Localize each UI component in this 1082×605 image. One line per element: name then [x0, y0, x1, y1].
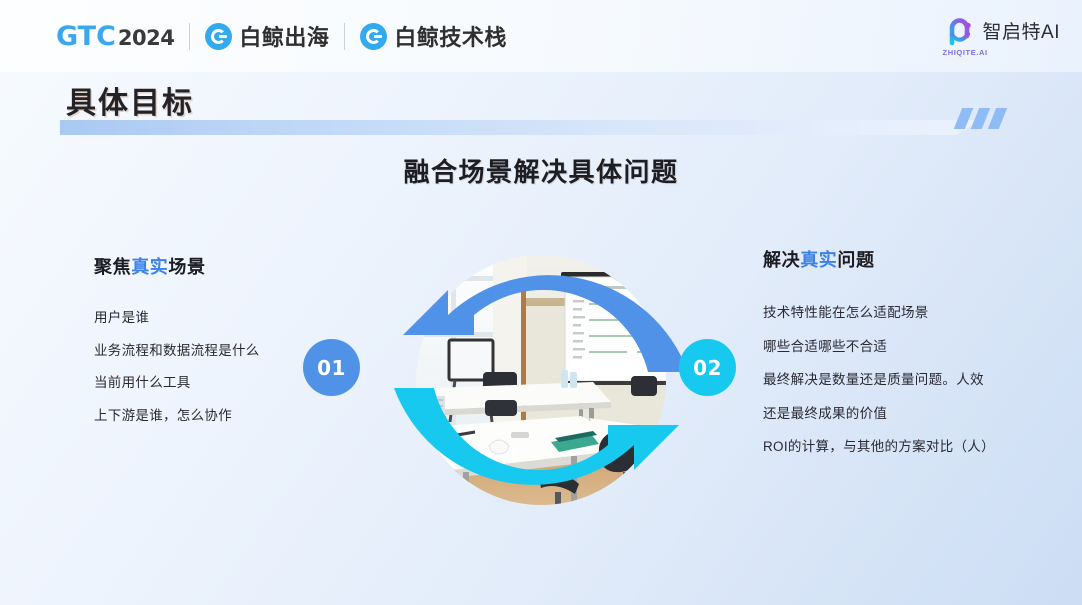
zhiqite-label: 智启特AI [982, 22, 1060, 44]
left-heading-prefix: 聚焦 [94, 257, 132, 277]
list-item: 最终解决是数量还是质量问题。人效 [763, 372, 984, 387]
right-heading-suffix: 问题 [837, 250, 875, 270]
list-item: 业务流程和数据流程是什么 [94, 342, 260, 358]
slash-icon-2 [970, 108, 991, 129]
center-heading: 融合场景解决具体问题 [403, 157, 679, 187]
right-heading-highlight: 真实 [800, 250, 838, 270]
step-badge-02: 02 [679, 339, 736, 396]
title-underline-band [60, 120, 981, 135]
left-column-heading: 聚焦真实场景 [94, 253, 309, 279]
slash-icon-3 [987, 108, 1008, 129]
slash-icon-1 [953, 108, 974, 129]
list-item: 用户是谁 [94, 310, 150, 325]
cycle-diagram [343, 220, 739, 540]
zhiqite-text-wrap: 智启特AI [983, 23, 1060, 43]
baijing-jishuzhan-logo: 白鲸技术栈 [360, 20, 507, 52]
arrow-top-blue [403, 275, 688, 372]
arrow-bottom-cyan [394, 388, 679, 485]
list-item: ROI的计算，与其他的方案对比（人） [763, 439, 995, 454]
baijing-jishuzhan-label: 白鲸技术栈 [394, 25, 507, 50]
zhiqite-logo-group: ZHIQITE.AI 智启特AI [943, 16, 1060, 57]
zhiqite-mark-icon: ZHIQITE.AI [943, 16, 987, 57]
decorative-slashes [953, 108, 1008, 129]
brand-bar: GTC 2024 白鲸出海 白鲸技术栈 [0, 0, 1082, 72]
right-heading-prefix: 解决 [763, 250, 801, 270]
list-item: 技术特性能在怎么适配场景 [763, 305, 929, 320]
g-circle-icon-2 [360, 22, 388, 50]
right-column-list: 技术特性能在怎么适配场景 哪些合适哪些不合适 最终解决是数量还是质量问题。人效 … [763, 306, 1068, 454]
gtc-logo: GTC 2024 [56, 20, 175, 52]
zhiqite-sublabel: ZHIQITE.AI [942, 48, 988, 57]
left-column-list: 用户是谁 业务流程和数据流程是什么 当前用什么工具 上下游是谁，怎么协作 [94, 311, 309, 422]
brand-divider [189, 22, 191, 50]
list-item: 哪些合适哪些不合适 [763, 338, 888, 354]
gtc-logo-year: 2024 [117, 25, 175, 50]
baijing-chuhai-logo: 白鲸出海 [205, 20, 329, 52]
baijing-chuhai-label: 白鲸出海 [239, 25, 330, 50]
right-column: 解决真实问题 技术特性能在怎么适配场景 哪些合适哪些不合适 最终解决是数量还是质… [763, 246, 1068, 474]
list-item: 上下游是谁，怎么协作 [94, 407, 232, 423]
page-title: 具体目标 [66, 87, 194, 120]
list-item: 还是最终成果的价值 [763, 405, 888, 421]
gtc-logo-main: GTC [56, 20, 116, 52]
brand-logo-group-left: GTC 2024 白鲸出海 白鲸技术栈 [56, 17, 507, 55]
g-circle-icon [205, 22, 233, 50]
list-item: 当前用什么工具 [94, 375, 191, 390]
brand-divider-2 [344, 22, 346, 50]
left-heading-suffix: 场景 [168, 257, 206, 277]
right-column-heading: 解决真实问题 [763, 246, 1068, 272]
left-column: 聚焦真实场景 用户是谁 业务流程和数据流程是什么 当前用什么工具 上下游是谁，怎… [94, 253, 309, 441]
left-heading-highlight: 真实 [131, 257, 169, 277]
step-badge-01: 01 [303, 339, 360, 396]
